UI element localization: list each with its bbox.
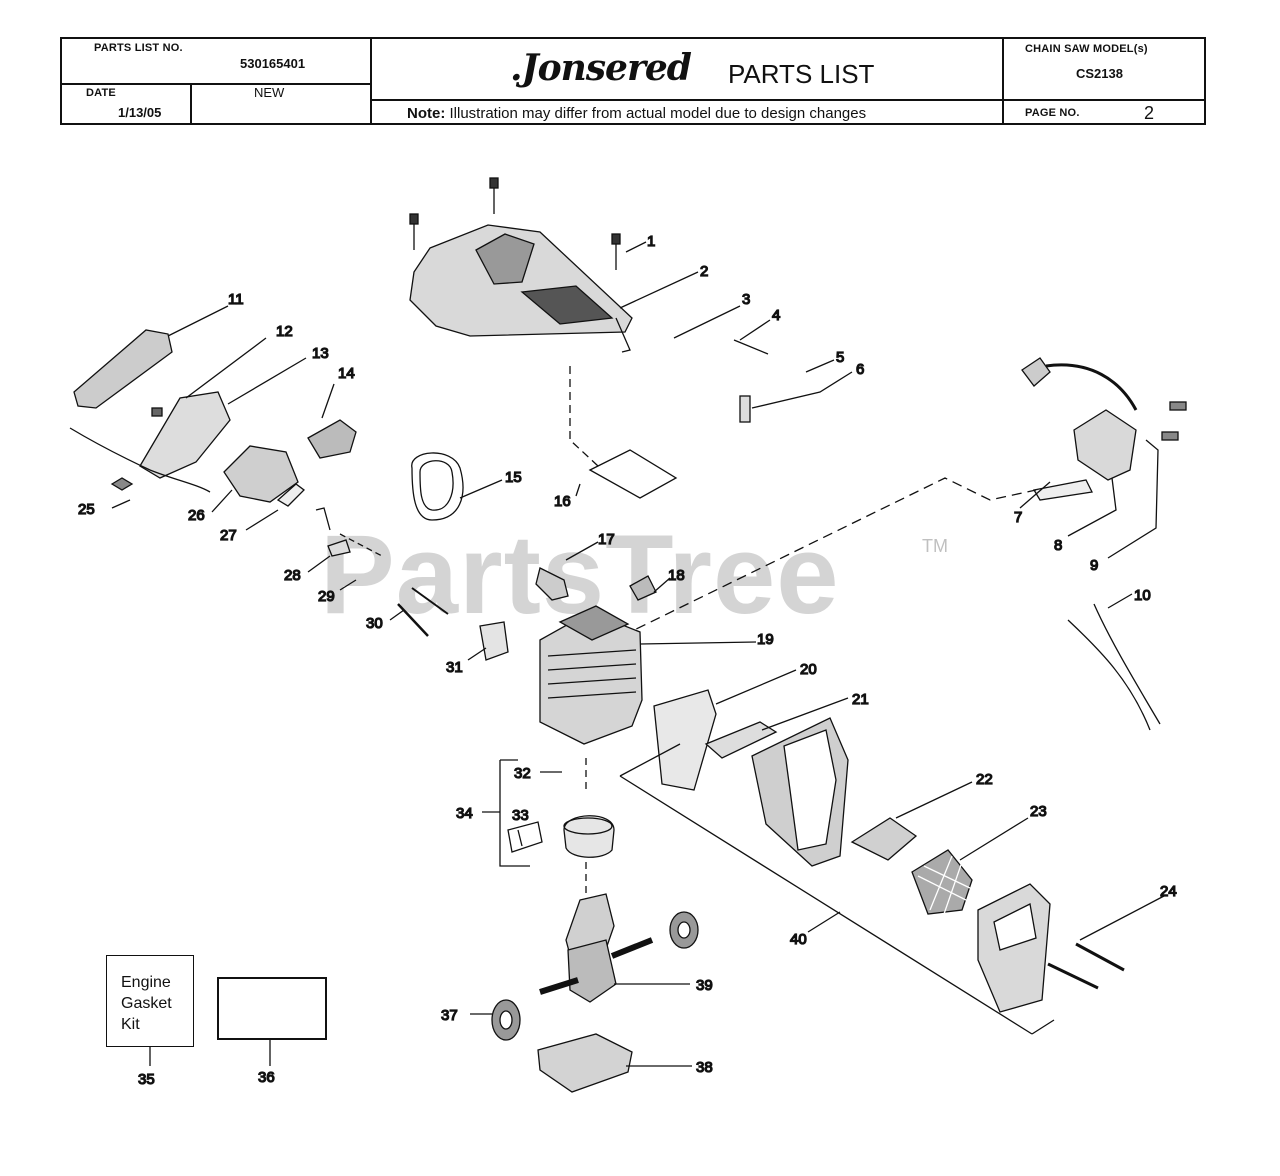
part-31-gasket[interactable] <box>479 621 509 661</box>
parts-list-no: 530165401 <box>240 56 306 71</box>
callout-4: 4 <box>772 307 780 324</box>
model-value: CS2138 <box>1076 66 1123 81</box>
callout-14: 14 <box>338 365 355 382</box>
callout-20: 20 <box>800 661 817 678</box>
part-27-gasket[interactable] <box>276 483 305 507</box>
brand-logo: .Jonsered <box>510 47 692 89</box>
callout-32: 32 <box>514 765 531 782</box>
part-36-label-box[interactable] <box>217 977 327 1040</box>
callout-29: 29 <box>318 588 335 605</box>
callout-18: 18 <box>668 567 685 584</box>
callout-27: 27 <box>220 527 237 544</box>
part-34-piston-assembly[interactable] <box>507 815 615 858</box>
revision-value: NEW <box>254 85 285 100</box>
part-9-ignition-coil[interactable] <box>1073 409 1137 481</box>
part-39-crankshaft[interactable] <box>539 893 654 1003</box>
part-38-crankcase[interactable] <box>537 1033 633 1093</box>
callout-25: 25 <box>78 501 95 518</box>
callout-9: 9 <box>1090 557 1098 574</box>
callout-33: 33 <box>512 807 529 824</box>
engine-gasket-kit-box[interactable]: Engine Gasket Kit <box>106 955 194 1047</box>
part-25-clip[interactable] <box>110 477 134 491</box>
part-14-intake-boot[interactable] <box>307 419 357 459</box>
page-title: PARTS LIST <box>728 59 875 89</box>
bearing-right <box>669 911 699 949</box>
callout-8: 8 <box>1054 537 1062 554</box>
header-divider <box>1002 39 1004 123</box>
page-no-value: 2 <box>1144 103 1155 123</box>
callout-13: 13 <box>312 345 329 362</box>
part-13-handle-assembly[interactable] <box>139 391 231 479</box>
callout-39: 39 <box>696 977 713 994</box>
parts-list-header: PARTS LIST NO. 530165401 DATE 1/13/05 NE… <box>60 37 1206 125</box>
part-17-spark-plug[interactable] <box>535 567 569 601</box>
design-note: Note: Illustration may differ from actua… <box>407 105 867 122</box>
callout-21: 21 <box>852 691 869 708</box>
callout-22: 22 <box>976 771 993 788</box>
part-18-cap[interactable] <box>629 575 657 601</box>
part-15-seal[interactable] <box>411 452 464 521</box>
header-divider <box>62 83 370 85</box>
callout-6: 6 <box>856 361 864 378</box>
part-28-screw[interactable] <box>327 539 351 557</box>
callout-2: 2 <box>700 263 708 280</box>
kit-line-3: Kit <box>121 1016 140 1033</box>
part-19-cylinder[interactable] <box>539 605 643 745</box>
callout-26: 26 <box>188 507 205 524</box>
part-1-cover-screws[interactable] <box>409 177 621 270</box>
callout-36: 36 <box>258 1069 275 1086</box>
trademark-symbol: TM <box>922 536 948 556</box>
part-16-decal[interactable] <box>588 449 678 499</box>
header-divider <box>370 39 372 123</box>
parts-list-no-label: PARTS LIST NO. <box>94 42 183 54</box>
callout-24: 24 <box>1160 883 1177 900</box>
part-24-muffler-cover[interactable] <box>977 883 1051 1013</box>
callout-31: 31 <box>446 659 463 676</box>
part-37-bearing[interactable] <box>491 999 521 1041</box>
callout-3: 3 <box>742 291 750 308</box>
part-21-muffler-gasket[interactable] <box>704 721 778 759</box>
callout-5: 5 <box>836 349 844 366</box>
callout-38: 38 <box>696 1059 713 1076</box>
callout-19: 19 <box>757 631 774 648</box>
callout-23: 23 <box>1030 803 1047 820</box>
callout-30: 30 <box>366 615 383 632</box>
callout-37: 37 <box>441 1007 458 1024</box>
date-label: DATE <box>86 87 116 99</box>
part-23-spark-screen[interactable] <box>911 849 973 915</box>
callout-17: 17 <box>598 531 615 548</box>
callout-34: 34 <box>456 805 473 822</box>
header-divider <box>1002 99 1206 101</box>
part-26-carburetor[interactable] <box>223 445 299 503</box>
part-22-spark-arrestor-plate[interactable] <box>850 817 918 861</box>
callout-1: 1 <box>647 233 655 250</box>
callout-28: 28 <box>284 567 301 584</box>
part-10-wire-harness[interactable] <box>1067 603 1161 731</box>
page-no-label: PAGE NO. <box>1025 107 1080 119</box>
callout-15: 15 <box>505 469 522 486</box>
callout-numbers: 1 2 3 4 5 6 7 8 9 10 11 12 13 14 15 16 1… <box>77 232 1177 1088</box>
part-11-air-filter-cover[interactable] <box>73 329 173 409</box>
callout-leaders <box>111 241 1165 1067</box>
model-label: CHAIN SAW MODEL(s) <box>1025 43 1148 55</box>
header-divider <box>370 99 1002 101</box>
kit-line-2: Gasket <box>121 995 172 1012</box>
callout-40: 40 <box>790 931 807 948</box>
part-20-heat-shield[interactable] <box>653 689 717 791</box>
callout-7: 7 <box>1014 509 1022 526</box>
callout-10: 10 <box>1134 587 1151 604</box>
callout-12: 12 <box>276 323 293 340</box>
callout-35: 35 <box>138 1071 155 1088</box>
callout-16: 16 <box>554 493 571 510</box>
date-value: 1/13/05 <box>118 105 162 120</box>
kit-line-1: Engine <box>121 974 171 991</box>
callout-11: 11 <box>228 291 244 308</box>
header-divider <box>190 83 192 123</box>
part-6-pin[interactable] <box>739 395 751 423</box>
part-30-bolt[interactable] <box>397 603 429 637</box>
